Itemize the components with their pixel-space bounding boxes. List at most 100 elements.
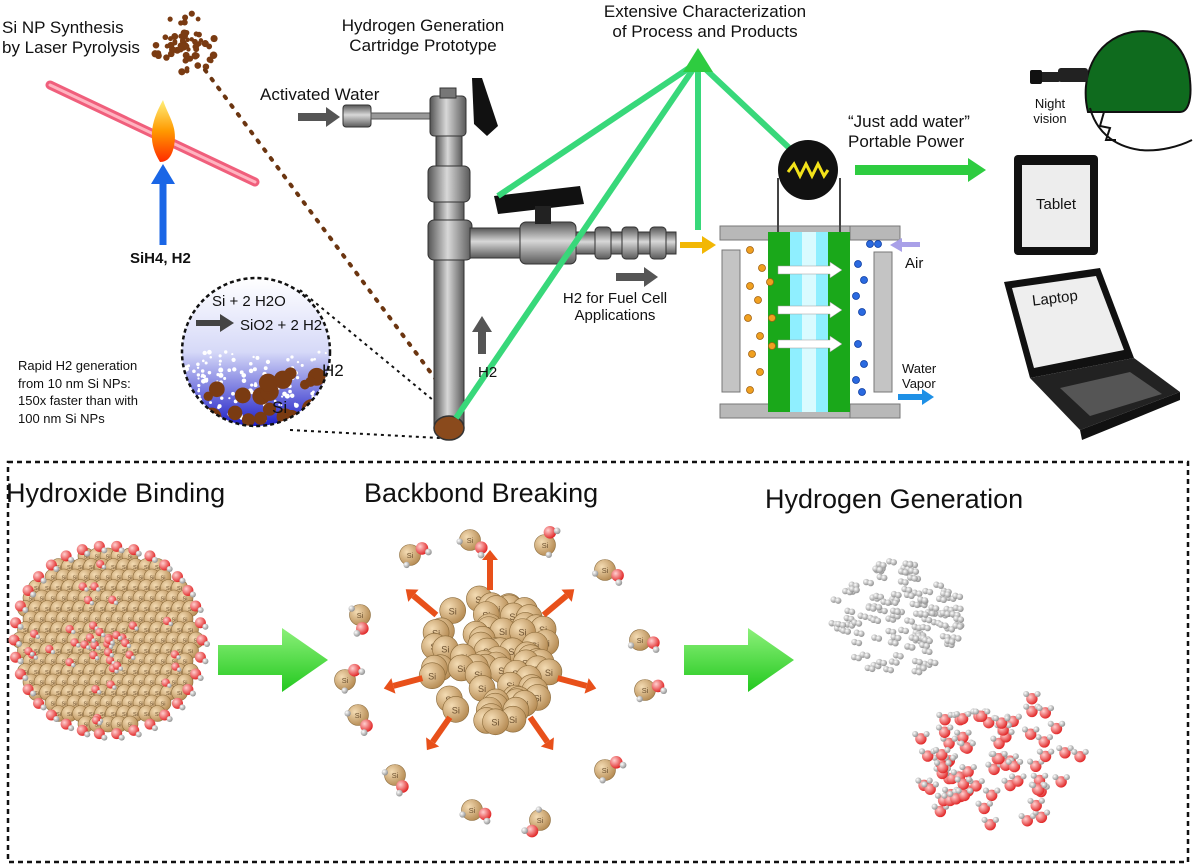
si-atom-label: Si <box>62 617 67 623</box>
hydrogen-atom <box>1036 705 1043 712</box>
si-atom-label: Si <box>122 691 127 697</box>
hydrogen-molecule-cloud <box>828 558 965 676</box>
h2-atom <box>889 628 897 636</box>
h2-bubble <box>201 373 205 377</box>
hydrogen-atom <box>117 635 123 641</box>
si-atom-label: Si <box>106 722 111 728</box>
si-atom-label: Si <box>51 680 56 686</box>
si-atom-label: Si <box>62 659 67 665</box>
h2-atom <box>876 566 884 573</box>
dissociation-arrowhead <box>482 550 498 560</box>
h2-bubble <box>224 350 228 354</box>
hydrogen-atom <box>1059 720 1066 727</box>
si-atom-label: Si <box>150 617 155 623</box>
reaction-bubble <box>180 276 332 428</box>
h2-atom <box>881 607 888 615</box>
si-atom-label: Si <box>62 596 67 602</box>
oxygen-atom <box>1032 784 1045 796</box>
si-particle <box>262 402 277 416</box>
hydrogen-atom <box>965 776 973 783</box>
si-atom-label: Si <box>73 575 78 581</box>
hydrogen-atom <box>1004 715 1011 722</box>
oxygen-atom <box>970 780 982 792</box>
si-atom-label: Si <box>474 670 482 680</box>
h2-bubble <box>239 370 244 375</box>
si-atom-label: Si <box>111 607 116 613</box>
h2-bubble <box>207 370 212 375</box>
si-atom-label: Si <box>602 566 609 575</box>
h2-bubble <box>283 424 286 426</box>
hydrogen-atom <box>1033 726 1040 733</box>
hydrogen-atom <box>545 551 552 558</box>
h2-bubble <box>241 378 247 384</box>
si-atom-label: Si <box>637 636 644 645</box>
h2-bubble <box>204 361 208 365</box>
hydrogen-atom <box>1020 773 1027 780</box>
hydrogen-atom <box>969 740 976 747</box>
h2-bubble <box>249 361 253 366</box>
fuel-cell-oxygen <box>860 360 868 368</box>
hydrogen-atom <box>1017 758 1024 765</box>
si-atom-label: Si <box>34 649 39 655</box>
h2-atom <box>922 611 929 618</box>
si-atom-label: Si <box>78 649 83 655</box>
si-atom-label: Si <box>602 766 609 775</box>
fuel-cell-oxygen <box>858 388 866 396</box>
hydrogen-atom <box>151 725 158 732</box>
si-atom-label: Si <box>111 565 116 571</box>
si-atom-label: Si <box>56 628 61 634</box>
fuel-cell-oxygen <box>854 260 862 268</box>
si-atom-label: Si <box>357 611 364 620</box>
hydrogen-atom <box>982 787 990 794</box>
h2-atom <box>897 653 904 660</box>
si-atom-label: Si <box>45 670 50 676</box>
oxygen-atom <box>1050 722 1063 735</box>
h2-bubble <box>223 376 227 380</box>
si-nanoparticle <box>198 38 204 43</box>
oxygen-atom <box>985 789 998 802</box>
si-atom-label: Si <box>95 701 100 707</box>
si-atom-label: Si <box>150 638 155 644</box>
oxygen-atom <box>474 541 488 555</box>
hydrogen-atom <box>197 607 204 614</box>
si-atom-label: Si <box>111 670 116 676</box>
hydrogen-atom <box>1015 713 1022 720</box>
hydrogen-atom <box>96 689 102 695</box>
hydrogen-atom <box>189 591 196 598</box>
water-vapor-label: Water Vapor <box>902 361 937 391</box>
h2-bubble <box>188 390 192 394</box>
h2-bubble <box>323 413 328 418</box>
step-hydroxide-binding: Hydroxide Binding <box>6 478 226 508</box>
hydrogen-atom <box>984 708 991 715</box>
si-atom-label: Si <box>56 586 61 592</box>
bubble-h2-label: H2 <box>322 361 344 380</box>
si-atom-label: Si <box>51 701 56 707</box>
si-nanoparticle <box>152 41 160 49</box>
h2-bubble <box>217 404 222 409</box>
si-atom-label: Si <box>144 649 149 655</box>
hydrogen-atom <box>70 662 76 668</box>
si-atom-label: Si <box>467 536 474 545</box>
hydrogen-atom <box>126 643 132 649</box>
rapid-generation-note: Rapid H2 generation from 10 nm Si NPs: 1… <box>18 358 138 426</box>
si-atom-label: Si <box>29 659 34 665</box>
h2-atom <box>944 591 951 598</box>
h2-atom <box>929 610 936 617</box>
si-atom-label: Si <box>139 575 144 581</box>
si-atom-label: Si <box>45 691 50 697</box>
hydrogen-atom <box>33 655 39 660</box>
h2-atom <box>894 613 901 620</box>
si-atom-label: Si <box>150 596 155 602</box>
cartridge-prototype <box>298 78 716 441</box>
si-atom-label: Si <box>100 607 105 613</box>
h2-atom <box>926 588 934 596</box>
oxygen-atom <box>924 783 936 795</box>
si-atom-label: Si <box>188 649 193 655</box>
hydrogen-atom <box>22 607 29 614</box>
oxygen-atom <box>958 789 971 802</box>
si-atom-label: Si <box>172 680 177 686</box>
si-atom-label: Si <box>67 649 72 655</box>
si-atom-label: Si <box>51 659 56 665</box>
hydrogen-atom <box>947 724 954 731</box>
